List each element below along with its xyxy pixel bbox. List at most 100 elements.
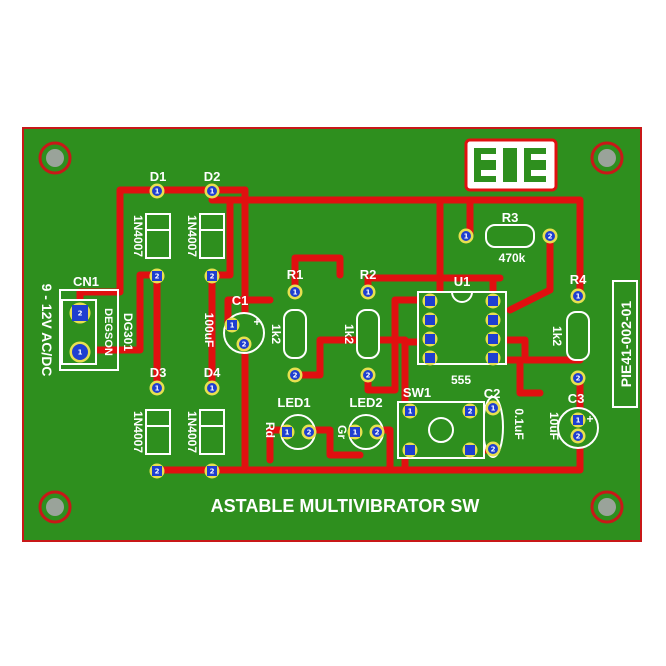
- c3-pad-1: 1: [570, 412, 586, 428]
- r1-pad-1-label: 1: [293, 289, 298, 297]
- cn1-pad-2: 2: [69, 302, 91, 324]
- d1-pad-1: 1: [149, 183, 165, 199]
- u1-pad-left-1: [422, 293, 438, 309]
- c2-pad-2-label: 2: [491, 446, 496, 454]
- c1-pad-1: 1: [224, 317, 240, 333]
- r3-pad-2: 2: [542, 228, 558, 244]
- c2-pad-2: 2: [485, 441, 501, 457]
- led1-value: Rd: [263, 422, 277, 438]
- r2-pad-1: 1: [360, 284, 376, 300]
- r1-pad-2-label: 2: [293, 372, 298, 380]
- r3-ref: R3: [502, 210, 519, 225]
- c2-pad-1: 1: [485, 400, 501, 416]
- c2-ref: C2: [484, 386, 501, 401]
- led1-pad-2: 2: [301, 424, 317, 440]
- r3-value: 470k: [499, 251, 526, 265]
- d4-pad-2-label: 2: [210, 468, 215, 476]
- d1-ref: D1: [150, 169, 167, 184]
- d1-pad-1-label: 1: [155, 188, 160, 196]
- part-number-box: [612, 280, 638, 408]
- c3-plus: +: [586, 412, 593, 426]
- u1-pad-left-3: [422, 331, 438, 347]
- sw1-ref: SW1: [403, 385, 431, 400]
- d1-pad-2-label: 2: [155, 273, 160, 281]
- sw1-pad-1-label: 1: [408, 408, 413, 416]
- sw1-pad-2: 2: [462, 403, 478, 419]
- r2-value: 1k2: [342, 324, 356, 344]
- u1-value: 555: [451, 373, 471, 387]
- r2-pad-1-label: 1: [366, 289, 371, 297]
- sw1-pad-4: [462, 442, 478, 458]
- r4-ref: R4: [570, 272, 587, 287]
- u1-ref: U1: [454, 274, 471, 289]
- r1-outline: [283, 309, 307, 359]
- d3-pad-2: 2: [149, 463, 165, 479]
- supply-label: 9 - 12V AC/DC: [39, 284, 55, 377]
- d3-outline: [145, 409, 171, 455]
- part-number: PIE41-002-01: [618, 301, 634, 388]
- u1-pad-left-4: [422, 350, 438, 366]
- c3-pad-1-label: 1: [576, 417, 581, 425]
- d4-value: 1N4007: [185, 411, 199, 453]
- u1-pad-left-2: [422, 312, 438, 328]
- d4-ref: D4: [204, 365, 221, 380]
- r2-outline: [356, 309, 380, 359]
- d3-pad-1-label: 1: [155, 385, 160, 393]
- r1-pad-1: 1: [287, 284, 303, 300]
- cn1-pad-2-label: 2: [78, 310, 83, 318]
- c2-value: 0.1uF: [512, 408, 526, 439]
- u1-pad-right-3: [485, 331, 501, 347]
- c3-pad-2: 2: [570, 428, 586, 444]
- d2-pad-2: 2: [204, 268, 220, 284]
- cn1-part: DG301: [121, 313, 135, 351]
- sw1-button: [428, 417, 454, 443]
- d2-value: 1N4007: [185, 215, 199, 257]
- d2-ref: D2: [204, 169, 221, 184]
- r4-pad-2-label: 2: [576, 375, 581, 383]
- led2-pad-1: 1: [347, 424, 363, 440]
- d2-pad-1: 1: [204, 183, 220, 199]
- led2-pad-2: 2: [369, 424, 385, 440]
- u1-pad-right-2: [485, 312, 501, 328]
- d1-outline: [145, 213, 171, 259]
- r4-pad-1: 1: [570, 288, 586, 304]
- c1-plus: +: [253, 315, 260, 329]
- mounting-holes: [38, 141, 624, 524]
- d3-value: 1N4007: [131, 411, 145, 453]
- r1-pad-2: 2: [287, 367, 303, 383]
- c3-ref: C3: [568, 391, 585, 406]
- u1-pad-right-1: [485, 293, 501, 309]
- d2-pad-1-label: 1: [210, 188, 215, 196]
- d4-outline: [199, 409, 225, 455]
- led2-pad-1-label: 1: [353, 429, 358, 437]
- cn1-ref: CN1: [73, 274, 99, 289]
- r4-pad-1-label: 1: [576, 293, 581, 301]
- led2-pad-2-label: 2: [375, 429, 380, 437]
- mounting-hole-bottom-left: [38, 490, 72, 524]
- led2-value: Gr: [335, 425, 349, 439]
- r3-outline: [485, 224, 535, 248]
- r2-pad-2: 2: [360, 367, 376, 383]
- r2-pad-2-label: 2: [366, 372, 371, 380]
- u1-pad-right-4: [485, 350, 501, 366]
- r3-pad-1-label: 1: [464, 233, 469, 241]
- c2-pad-1-label: 1: [491, 405, 496, 413]
- led1-ref: LED1: [277, 395, 310, 410]
- led1-pad-1-label: 1: [285, 429, 290, 437]
- cn1-value: DEGSON: [102, 308, 114, 356]
- d4-pad-1: 1: [204, 380, 220, 396]
- c1-pad-2: 2: [236, 336, 252, 352]
- c3-value: 10uF: [547, 412, 561, 440]
- mounting-hole-top-right: [590, 141, 624, 175]
- c1-pad-1-label: 1: [230, 322, 235, 330]
- logo: [464, 138, 558, 192]
- u1-notch: [451, 291, 473, 303]
- r4-outline: [566, 311, 590, 361]
- r2-ref: R2: [360, 267, 377, 282]
- r4-value: 1k2: [550, 326, 564, 346]
- d4-pad-2: 2: [204, 463, 220, 479]
- c3-pad-2-label: 2: [576, 433, 581, 441]
- c3-outline: [557, 407, 599, 449]
- r1-value: 1k2: [269, 324, 283, 344]
